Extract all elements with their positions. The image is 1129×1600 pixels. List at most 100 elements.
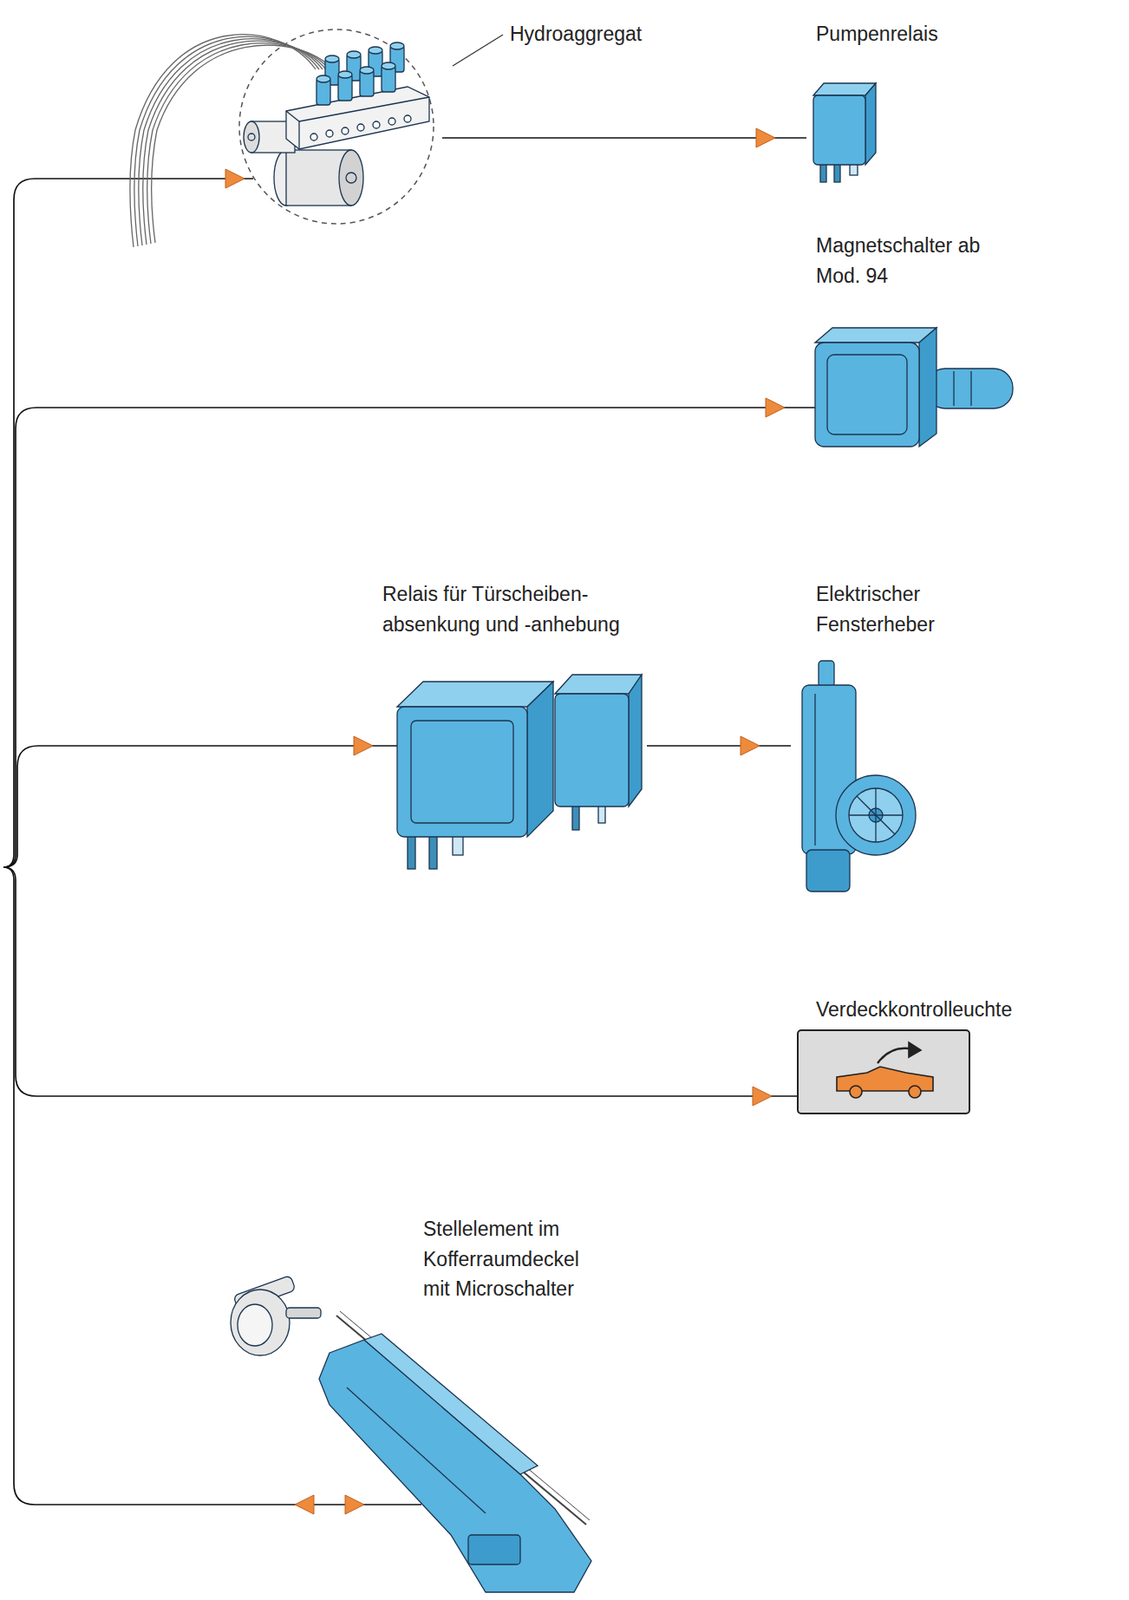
relay-pair-box: Relais für Türscheiben- absenkung und -a…: [388, 667, 647, 876]
wire-bundle-part: [3, 867, 798, 1097]
hydraulic-unit-part: [372, 121, 380, 129]
trunk-actuator-part: [319, 1339, 592, 1593]
warning-lamp-part: [908, 1085, 921, 1098]
trunk-actuator-part: [468, 1534, 521, 1565]
window-motor-part: [848, 788, 903, 842]
window-motor: [802, 660, 916, 892]
hydraulic-unit-part: [390, 42, 405, 50]
wire-bundle-part: [3, 178, 254, 868]
hydraulic-unit-part: [404, 115, 412, 123]
relay-pair-part: [554, 674, 642, 694]
hydraulic-unit-part: [310, 133, 318, 141]
relay-pair-part: [554, 693, 629, 807]
hydraulic-unit-part: [130, 34, 316, 248]
trunk-actuator-part: [346, 1387, 486, 1514]
solenoid-box: Magnetschalter ab Mod. 94: [806, 322, 1024, 453]
trunk-actuator-part: [230, 1289, 290, 1356]
window-motor-part: [835, 775, 916, 855]
relay-box: Pumpenrelais: [806, 76, 882, 191]
part-label: Magnetschalter ab Mod. 94: [815, 230, 981, 291]
trunk-actuator-part: [364, 1333, 538, 1475]
hydraulic-unit-part: [286, 86, 430, 150]
relay-pair-part: [429, 832, 438, 869]
window-motor-box: Elektrischer Fensterheber: [790, 654, 921, 902]
part-label: Pumpenrelais: [815, 19, 1007, 50]
window-motor-part: [818, 660, 835, 687]
part-label: Hydroaggregat: [509, 19, 701, 50]
arrow-head-part: [765, 398, 785, 418]
solenoid-switch-part: [952, 371, 954, 406]
label-block: Stellelement im Kofferraumdeckel mit Mic…: [423, 1213, 606, 1305]
hydraulic-unit-box: Hydroaggregat: [234, 26, 443, 228]
leader-line: [452, 34, 503, 66]
relay-symbol-part: [865, 83, 876, 165]
label-block: Relais für Türscheiben- absenkung und -a…: [382, 579, 652, 640]
hydraulic-unit-part: [345, 172, 357, 183]
warning-lamp-part: [908, 1042, 921, 1058]
arrow-head-part: [225, 169, 245, 189]
part-label: Elektrischer Fensterheber: [815, 579, 990, 640]
relay-symbol-part: [820, 163, 827, 183]
arrow-head-part: [353, 736, 373, 756]
warning-lamp: [797, 1030, 970, 1114]
hydraulic-unit-part: [325, 55, 340, 63]
connector-line: [442, 137, 807, 139]
hydraulic-unit-part: [239, 29, 434, 224]
wire-bundle: [3, 178, 816, 1505]
trunk-actuator: [230, 1275, 592, 1593]
warning-lamp-box: Verdeckkontrolleuchte: [794, 1027, 973, 1116]
relay-pair-part: [527, 681, 554, 837]
warning-lamp-part: [797, 1030, 970, 1114]
solenoid-switch-part: [815, 327, 937, 343]
relay-symbol-part: [813, 95, 866, 165]
part-label: Stellelement im Kofferraumdeckel mit Mic…: [423, 1213, 606, 1305]
relay-symbol: [813, 83, 876, 183]
solenoid-switch-part: [926, 368, 1013, 409]
relay-symbol-part: [834, 163, 841, 183]
solenoid-switch-part: [919, 327, 937, 447]
relay-pair-part: [411, 720, 514, 823]
trunk-actuator-part: [237, 1304, 273, 1346]
trunk-actuator-part: [286, 1307, 321, 1319]
relay-pair-part: [397, 681, 554, 707]
hydraulic-unit: [130, 29, 434, 248]
hydraulic-unit-part: [341, 127, 349, 135]
hydraulic-unit-part: [357, 123, 365, 131]
wire-bundle-part: [3, 745, 398, 868]
part-label: Verdeckkontrolleuchte: [815, 994, 1077, 1025]
hydraulic-unit-part: [388, 117, 396, 125]
arrow-head: [740, 736, 760, 756]
hydraulic-unit-part: [368, 46, 383, 54]
arrow-head: [225, 169, 785, 1515]
label-block: Elektrischer Fensterheber: [815, 579, 990, 640]
relay-pair-part: [628, 674, 642, 807]
arrow-head-part: [345, 1494, 365, 1515]
hydraulic-unit-part: [298, 121, 300, 150]
arrow-head-part: [752, 1086, 772, 1106]
relay-pair: [397, 674, 642, 869]
label-block: Pumpenrelais: [815, 19, 1007, 50]
hydraulic-unit-part: [286, 110, 300, 122]
solenoid-switch-part: [827, 354, 908, 435]
wire-bundle-part: [3, 407, 816, 868]
arrow-head: [756, 128, 776, 148]
warning-lamp-part: [849, 1085, 862, 1098]
connector-line: [646, 744, 791, 747]
connector: [646, 736, 791, 756]
hydraulic-unit-part: [338, 71, 353, 79]
connector: [442, 128, 807, 148]
hydraulic-unit-part: [326, 130, 333, 138]
hydraulic-unit-part: [243, 121, 260, 153]
solenoid-switch-part: [970, 371, 972, 406]
part-label: Relais für Türscheiben- absenkung und -a…: [382, 579, 652, 640]
hydraulic-unit-part: [359, 66, 374, 74]
relay-pair-part: [397, 706, 528, 837]
hydraulic-unit-part: [247, 133, 255, 141]
label-block: Verdeckkontrolleuchte: [815, 994, 1077, 1025]
hydraulic-unit-part: [339, 150, 364, 206]
hydraulic-unit-part: [316, 75, 331, 83]
window-motor-part: [856, 796, 895, 835]
actuator-box: Stellelement im Kofferraumdeckel mit Mic…: [221, 1270, 594, 1596]
